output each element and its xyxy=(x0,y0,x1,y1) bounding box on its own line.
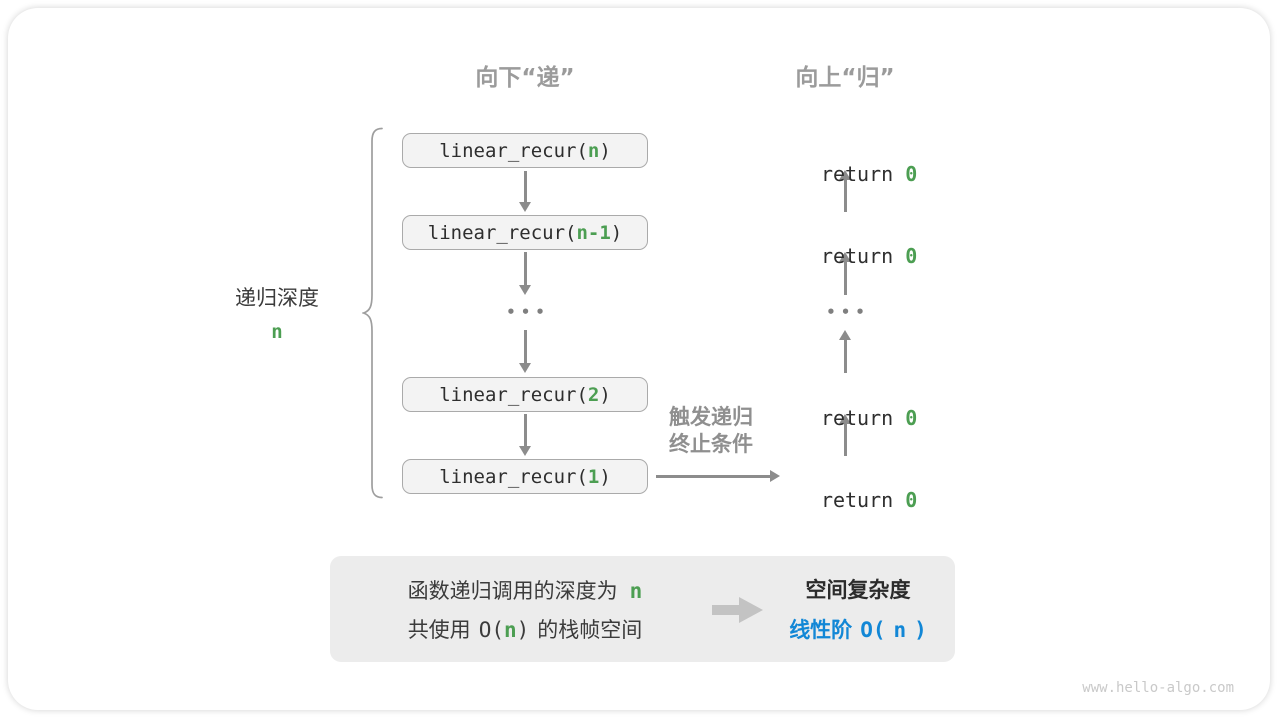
result-big-o-open: O( xyxy=(860,618,886,642)
return-code: return xyxy=(820,244,894,268)
block-arrow-icon xyxy=(712,597,763,623)
header-descend: 向下“递” xyxy=(475,65,575,91)
recursion-depth-value: n xyxy=(271,321,283,343)
call-code: linear_recur( xyxy=(427,221,577,244)
arrow-down-icon xyxy=(524,171,527,202)
call-arg: n-1 xyxy=(576,221,611,244)
call-code: ) xyxy=(610,221,623,244)
return-code: return xyxy=(820,406,894,430)
call-box-n-1: linear_recur(n-1) xyxy=(402,215,648,250)
big-o-open: O( xyxy=(478,617,504,642)
arrow-down-icon xyxy=(524,414,527,446)
call-code: linear_recur( xyxy=(439,465,588,488)
call-code: ) xyxy=(599,383,611,406)
ellipsis-right: ••• xyxy=(826,303,870,321)
return-statement: return 0 xyxy=(773,464,917,536)
brace-icon xyxy=(362,127,383,499)
arrow-up-icon xyxy=(844,340,847,373)
return-code: return xyxy=(820,162,894,186)
summary-line1-n: n xyxy=(629,578,643,603)
summary-line2-pre: 共使用 xyxy=(407,617,471,642)
arrow-down-icon xyxy=(524,330,527,363)
return-statement: return 0 xyxy=(773,220,917,292)
summary-result: 空间复杂度 线性阶 O( n) xyxy=(768,556,948,662)
call-box-1: linear_recur(1) xyxy=(402,459,648,494)
return-statement: return 0 xyxy=(773,382,917,454)
return-value: 0 xyxy=(905,406,918,430)
arrow-up-icon xyxy=(844,262,847,295)
call-box-2: linear_recur(2) xyxy=(402,377,648,412)
call-code: linear_recur( xyxy=(439,383,588,406)
arrow-down-icon xyxy=(524,252,527,285)
call-code: ) xyxy=(599,139,611,162)
return-value: 0 xyxy=(905,162,918,186)
header-ascend: 向上“归” xyxy=(795,65,895,91)
space-complexity-title: 空间复杂度 xyxy=(805,578,911,602)
call-arg: 2 xyxy=(587,383,600,406)
call-code: linear_recur( xyxy=(439,139,588,162)
summary-line2: 共使用 O(n) 的栈帧空间 xyxy=(408,614,643,644)
summary-line2-post: 的栈帧空间 xyxy=(537,617,643,642)
return-value: 0 xyxy=(905,488,918,512)
termination-line1: 触发递归 xyxy=(669,405,753,429)
big-o-close: ) xyxy=(516,617,530,642)
result-pre: 线性阶 xyxy=(789,618,853,642)
recursion-depth-label: 递归深度 n xyxy=(235,282,319,343)
termination-label: 触发递归 终止条件 xyxy=(669,404,753,458)
return-statement: return 0 xyxy=(773,138,917,210)
space-complexity-value: 线性阶 O( n) xyxy=(789,614,927,644)
result-n: n xyxy=(893,618,907,642)
return-code: return xyxy=(820,488,894,512)
ellipsis-left: ••• xyxy=(506,303,550,321)
summary-line2-n: n xyxy=(503,617,517,642)
arrow-right-icon xyxy=(656,475,770,478)
summary-line1: 函数递归调用的深度为 n xyxy=(408,575,643,605)
return-value: 0 xyxy=(905,244,918,268)
summary-line1-text: 函数递归调用的深度为 xyxy=(407,578,618,603)
watermark: www.hello-algo.com xyxy=(1082,680,1234,696)
call-code: ) xyxy=(599,465,611,488)
call-arg: n xyxy=(587,139,600,162)
arrow-up-icon xyxy=(844,424,847,456)
call-arg: 1 xyxy=(587,465,600,488)
recursion-depth-title: 递归深度 xyxy=(235,286,319,310)
arrow-up-icon xyxy=(844,180,847,212)
call-box-n: linear_recur(n) xyxy=(402,133,648,168)
result-big-o-close: ) xyxy=(914,618,927,642)
termination-line2: 终止条件 xyxy=(669,432,753,456)
